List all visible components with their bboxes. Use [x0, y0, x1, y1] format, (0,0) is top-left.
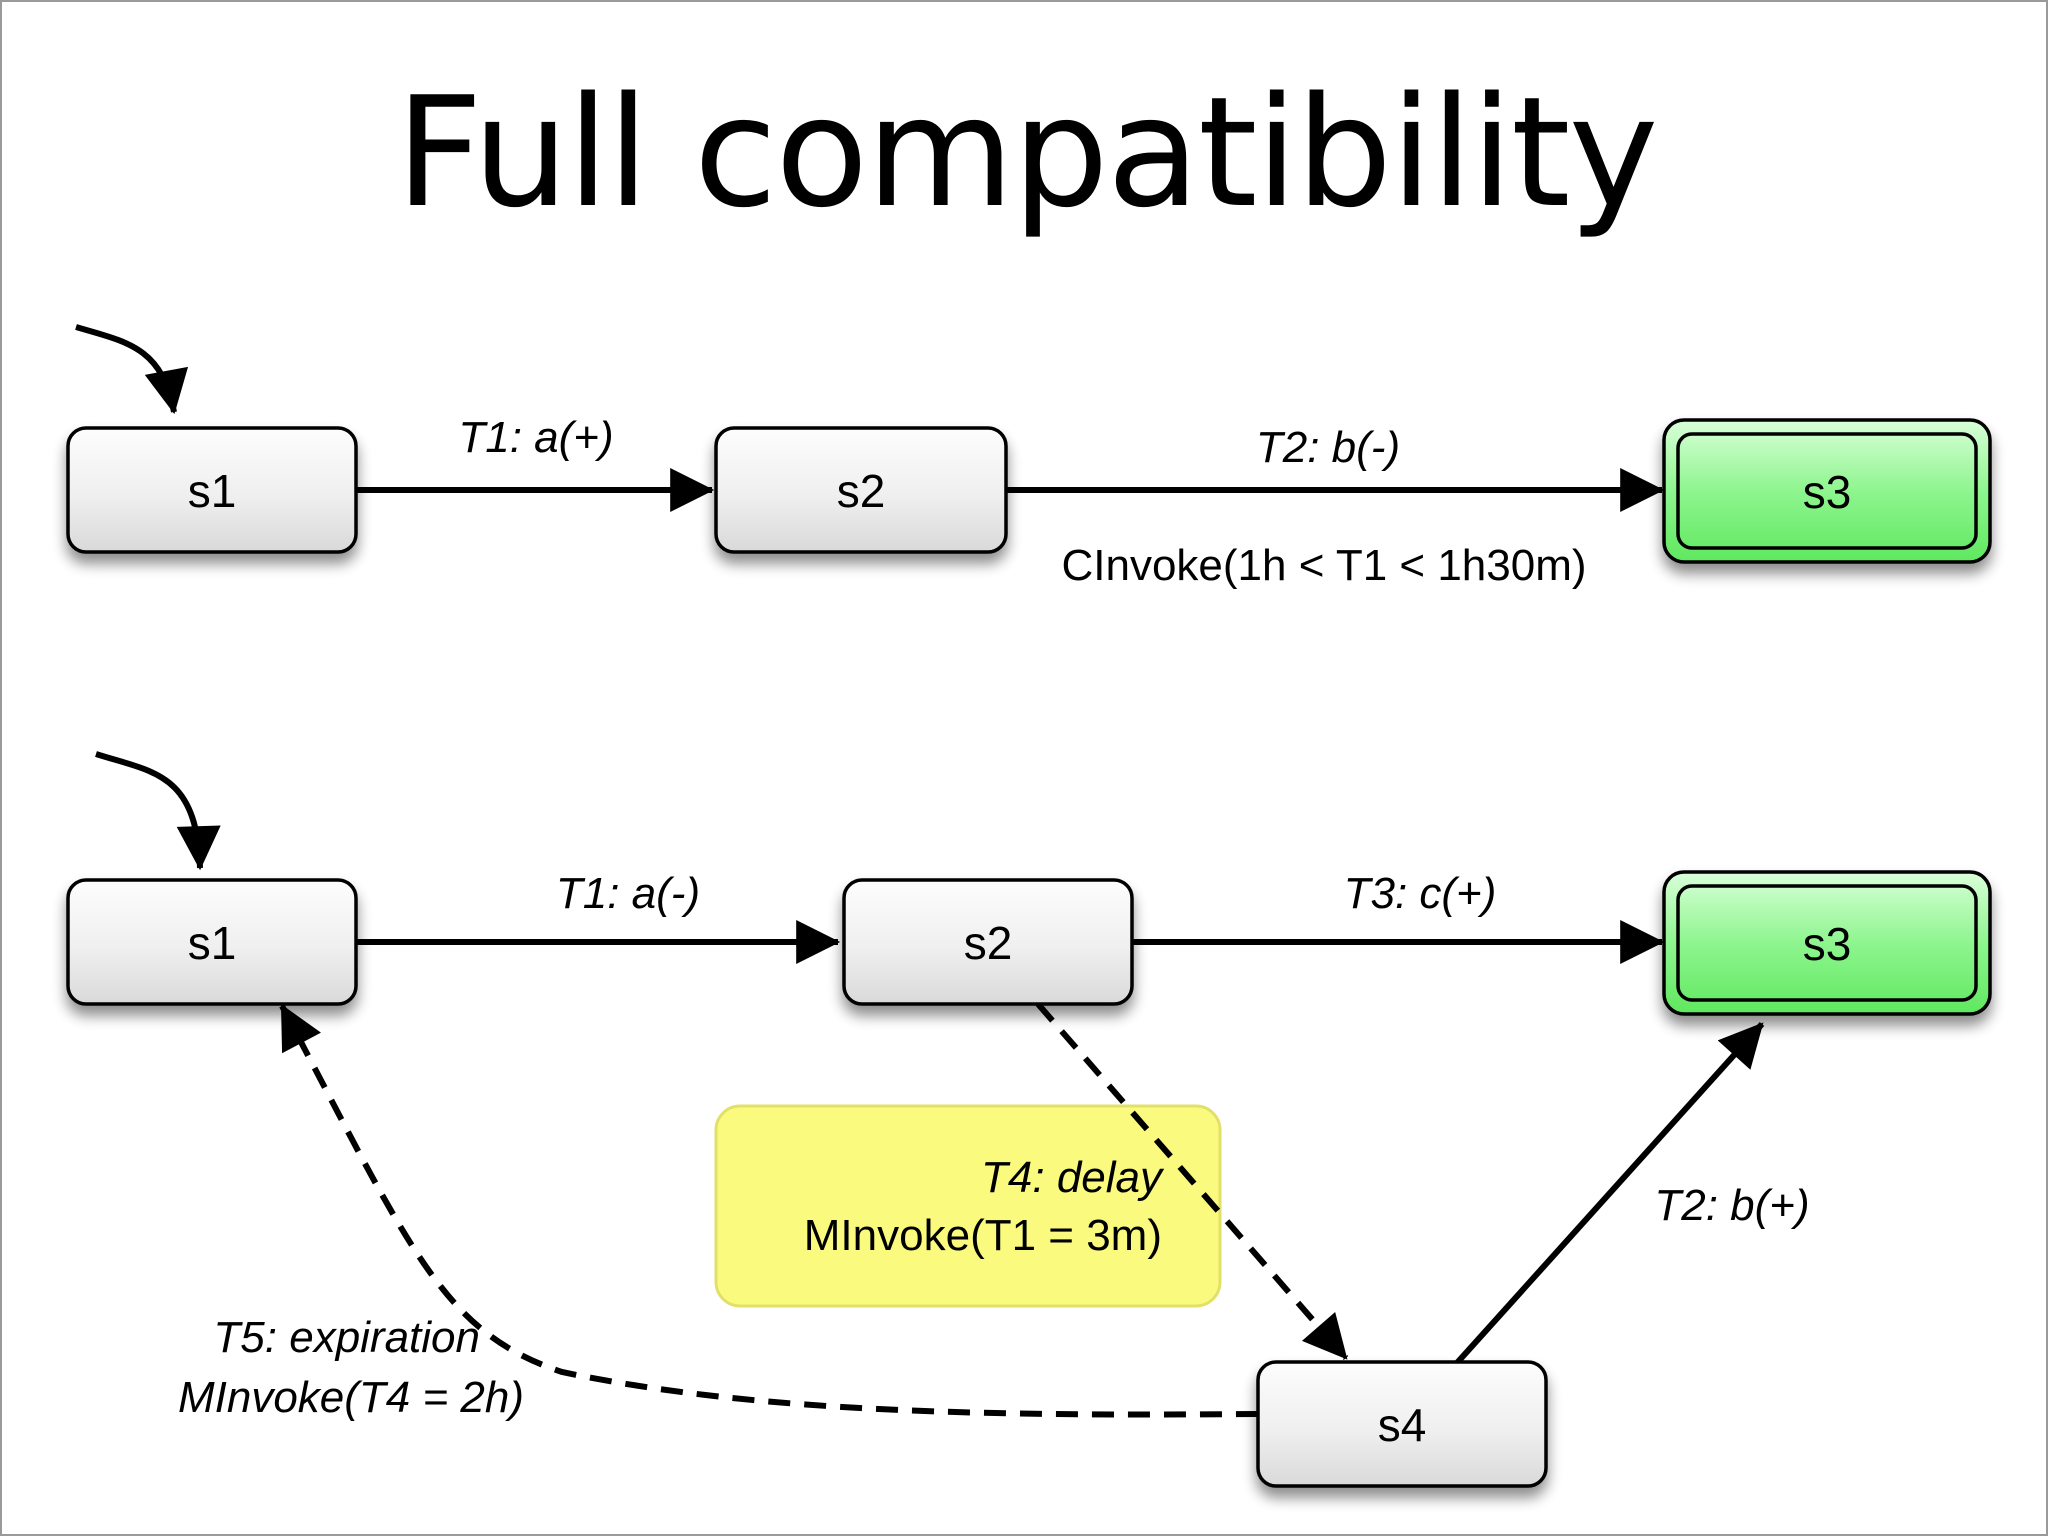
- bottom-state-s4[interactable]: [1256, 1360, 1548, 1488]
- t4-note-box: [714, 1104, 1222, 1308]
- top-initial-arrow: [75, 324, 189, 415]
- bottom-initial-arrow: [95, 751, 221, 871]
- slide-title: Full compatibility: [395, 64, 1658, 241]
- bottom-state-s1[interactable]: [66, 878, 358, 1006]
- bottom-state-s4-label: s4: [1378, 1399, 1427, 1451]
- top-edge-s2-s3-label: T2: b(-): [1256, 423, 1400, 472]
- bottom-state-s2[interactable]: [842, 878, 1134, 1006]
- bottom-state-s2-label: s2: [964, 917, 1013, 969]
- bottom-edge-s2-s4-dashed: [1035, 1002, 1349, 1360]
- bottom-edge-s2-s3-label: T3: c(+): [1344, 869, 1497, 918]
- top-state-s2-label: s2: [837, 465, 886, 517]
- bottom-edge-s4-s3: [1453, 1021, 1765, 1367]
- top-state-s2[interactable]: [714, 426, 1008, 554]
- bottom-edge-s4-s1-dashed: [279, 1004, 1259, 1418]
- bottom-state-s3-final[interactable]: [1662, 870, 1992, 1016]
- top-state-s3-label: s3: [1803, 466, 1852, 518]
- bottom-diagram: s1 s2 s3 s4 T1: a(-) T3: c(+) T4: delay …: [66, 751, 1992, 1488]
- t4-delay-label: T4: delay: [981, 1153, 1165, 1202]
- top-state-s1[interactable]: [66, 426, 358, 554]
- top-diagram: s1 s2 s3 T1: a(+) T2: b(-) CInvoke(1h < …: [66, 324, 1992, 590]
- bottom-state-s1-label: s1: [188, 917, 237, 969]
- bottom-state-s3-label: s3: [1803, 918, 1852, 970]
- top-edge-s1-s2-label: T1: a(+): [458, 413, 613, 462]
- top-edge-s2-s3-constraint: CInvoke(1h < T1 < 1h30m): [1061, 541, 1586, 590]
- t4-minvoke-label: MInvoke(T1 = 3m): [804, 1211, 1162, 1260]
- t5-minvoke-label: MInvoke(T4 = 2h): [178, 1373, 524, 1422]
- top-state-s1-label: s1: [188, 465, 237, 517]
- bottom-edge-s1-s2-label: T1: a(-): [556, 869, 700, 918]
- bottom-edge-s4-s3-label: T2: b(+): [1654, 1181, 1809, 1230]
- t5-expiration-label: T5: expiration: [213, 1313, 480, 1362]
- top-state-s3-final[interactable]: [1662, 418, 1992, 564]
